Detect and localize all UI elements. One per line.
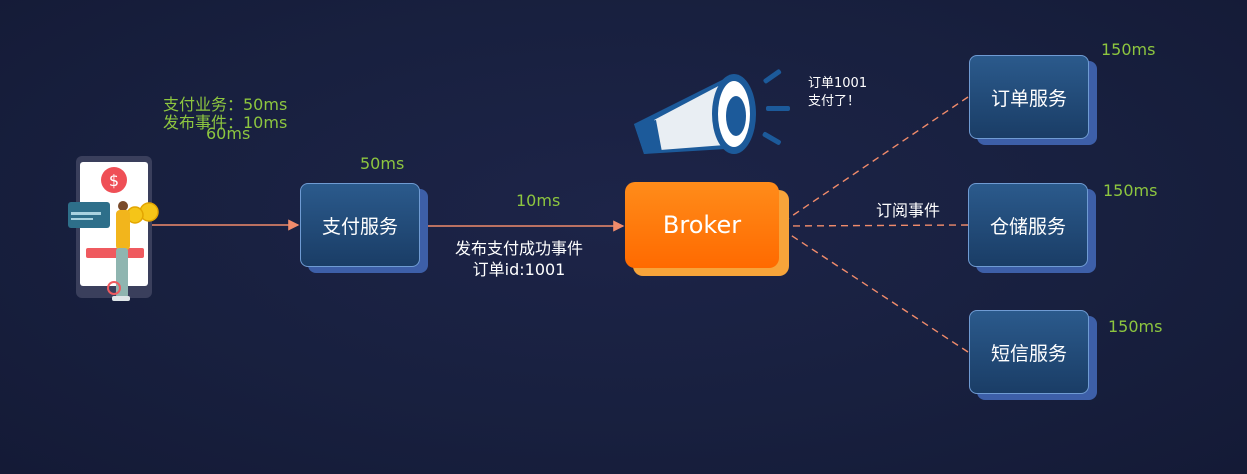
publish-event-name: 发布支付成功事件 [454, 239, 583, 258]
announcement-text: 订单1001 支付了！ [808, 75, 867, 111]
payment-business-time: 支付业务：50ms [163, 95, 288, 114]
megaphone-icon [634, 69, 790, 154]
broker-label: Broker [625, 182, 779, 268]
publish-order-id: 订单id:1001 [472, 260, 566, 279]
publish-event-time: 发布事件：10ms [163, 113, 288, 132]
announcement-paid: 支付了！ [808, 94, 861, 109]
publish-latency: 10ms [516, 191, 561, 210]
order-latency: 150ms [1101, 40, 1156, 59]
svg-text:$: $ [109, 171, 119, 190]
sms-subscribe-line [779, 227, 969, 353]
mobile-payment-illustration: $ [68, 156, 159, 301]
warehouse-service-node[interactable]: 仓储服务 [968, 183, 1098, 275]
payment-latency: 50ms [360, 154, 405, 173]
order-service-label: 订单服务 [969, 55, 1089, 139]
total-time: 60ms [206, 124, 251, 143]
payment-timing-note: 支付业务：50ms 发布事件：10ms [163, 96, 287, 132]
sms-service-node[interactable]: 短信服务 [969, 310, 1099, 402]
payment-service-node[interactable]: 支付服务 [300, 183, 430, 275]
broker-node[interactable]: Broker [625, 182, 791, 278]
order-service-node[interactable]: 订单服务 [969, 55, 1099, 147]
payment-service-label: 支付服务 [300, 183, 420, 267]
order-subscribe-line [779, 96, 969, 225]
warehouse-service-label: 仓储服务 [968, 183, 1088, 267]
announcement-order: 订单1001 [808, 76, 868, 91]
subscribe-event-label: 订阅事件 [876, 201, 941, 220]
warehouse-latency: 150ms [1103, 181, 1158, 200]
publish-event-caption: 发布支付成功事件 订单id:1001 [440, 238, 598, 280]
warehouse-subscribe-line [781, 224, 969, 227]
sms-service-label: 短信服务 [969, 310, 1089, 394]
sms-latency: 150ms [1108, 317, 1163, 336]
